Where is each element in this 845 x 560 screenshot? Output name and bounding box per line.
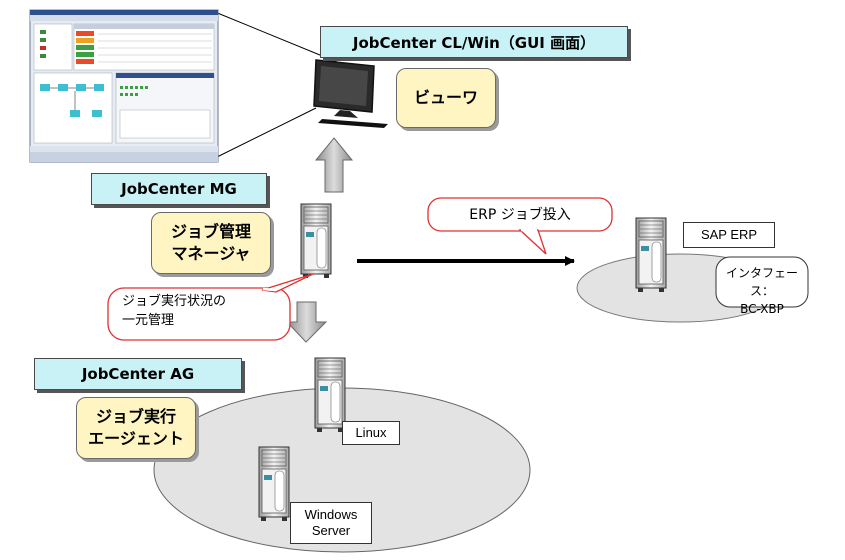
ag-box: JobCenter AG <box>34 358 242 390</box>
central-management-text: ジョブ実行状況の 一元管理 <box>112 293 288 331</box>
central-text-line1: ジョブ実行状況の <box>122 294 227 309</box>
interface-text: インタフェース： BC-XBP <box>716 264 808 318</box>
zoom-line-bottom <box>214 107 317 159</box>
windows-label-line1: Windows <box>304 506 358 522</box>
viewer-box: ビューワ <box>396 68 496 128</box>
sap-server-icon <box>635 217 667 293</box>
central-callout-tail <box>261 273 314 293</box>
erp-callout-bubble <box>427 197 613 232</box>
up-arrow-icon <box>314 137 354 193</box>
gui-screenshot-thumbnail <box>29 9 219 163</box>
down-arrow-icon <box>285 301 328 343</box>
manager-label-line2: マネージャ <box>171 244 251 263</box>
manager-label-line1: ジョブ管理 <box>170 222 251 242</box>
interface-text-line2: BC-XBP <box>740 302 784 316</box>
windows-server-label: Windows Server <box>290 502 372 544</box>
mg-box: JobCenter MG <box>91 173 267 205</box>
erp-callout-tail <box>518 229 547 255</box>
agent-label-line2: エージェント <box>88 429 184 448</box>
linux-label: Linux <box>342 421 400 445</box>
central-callout-bubble <box>107 287 291 341</box>
interface-callout-box <box>715 256 809 308</box>
linux-server-icon <box>314 357 346 433</box>
agent-label-line1: ジョブ実行 <box>95 407 176 427</box>
manager-box: ジョブ管理 マネージャ <box>151 212 271 274</box>
monitor-icon <box>313 59 388 128</box>
zoom-line-top <box>214 11 338 63</box>
agent-box: ジョブ実行 エージェント <box>76 397 196 459</box>
cl-win-box: JobCenter CL/Win（GUI 画面） <box>320 26 628 58</box>
interface-text-line1: インタフェース： <box>725 266 798 298</box>
windows-label-line2: Server <box>311 523 351 538</box>
sap-erp-label: SAP ERP <box>683 222 775 248</box>
erp-submit-text: ERP ジョブ投入 <box>469 207 571 223</box>
windows-server-icon <box>258 446 290 522</box>
mg-server-icon <box>300 203 332 279</box>
central-text-line2: 一元管理 <box>122 312 175 328</box>
